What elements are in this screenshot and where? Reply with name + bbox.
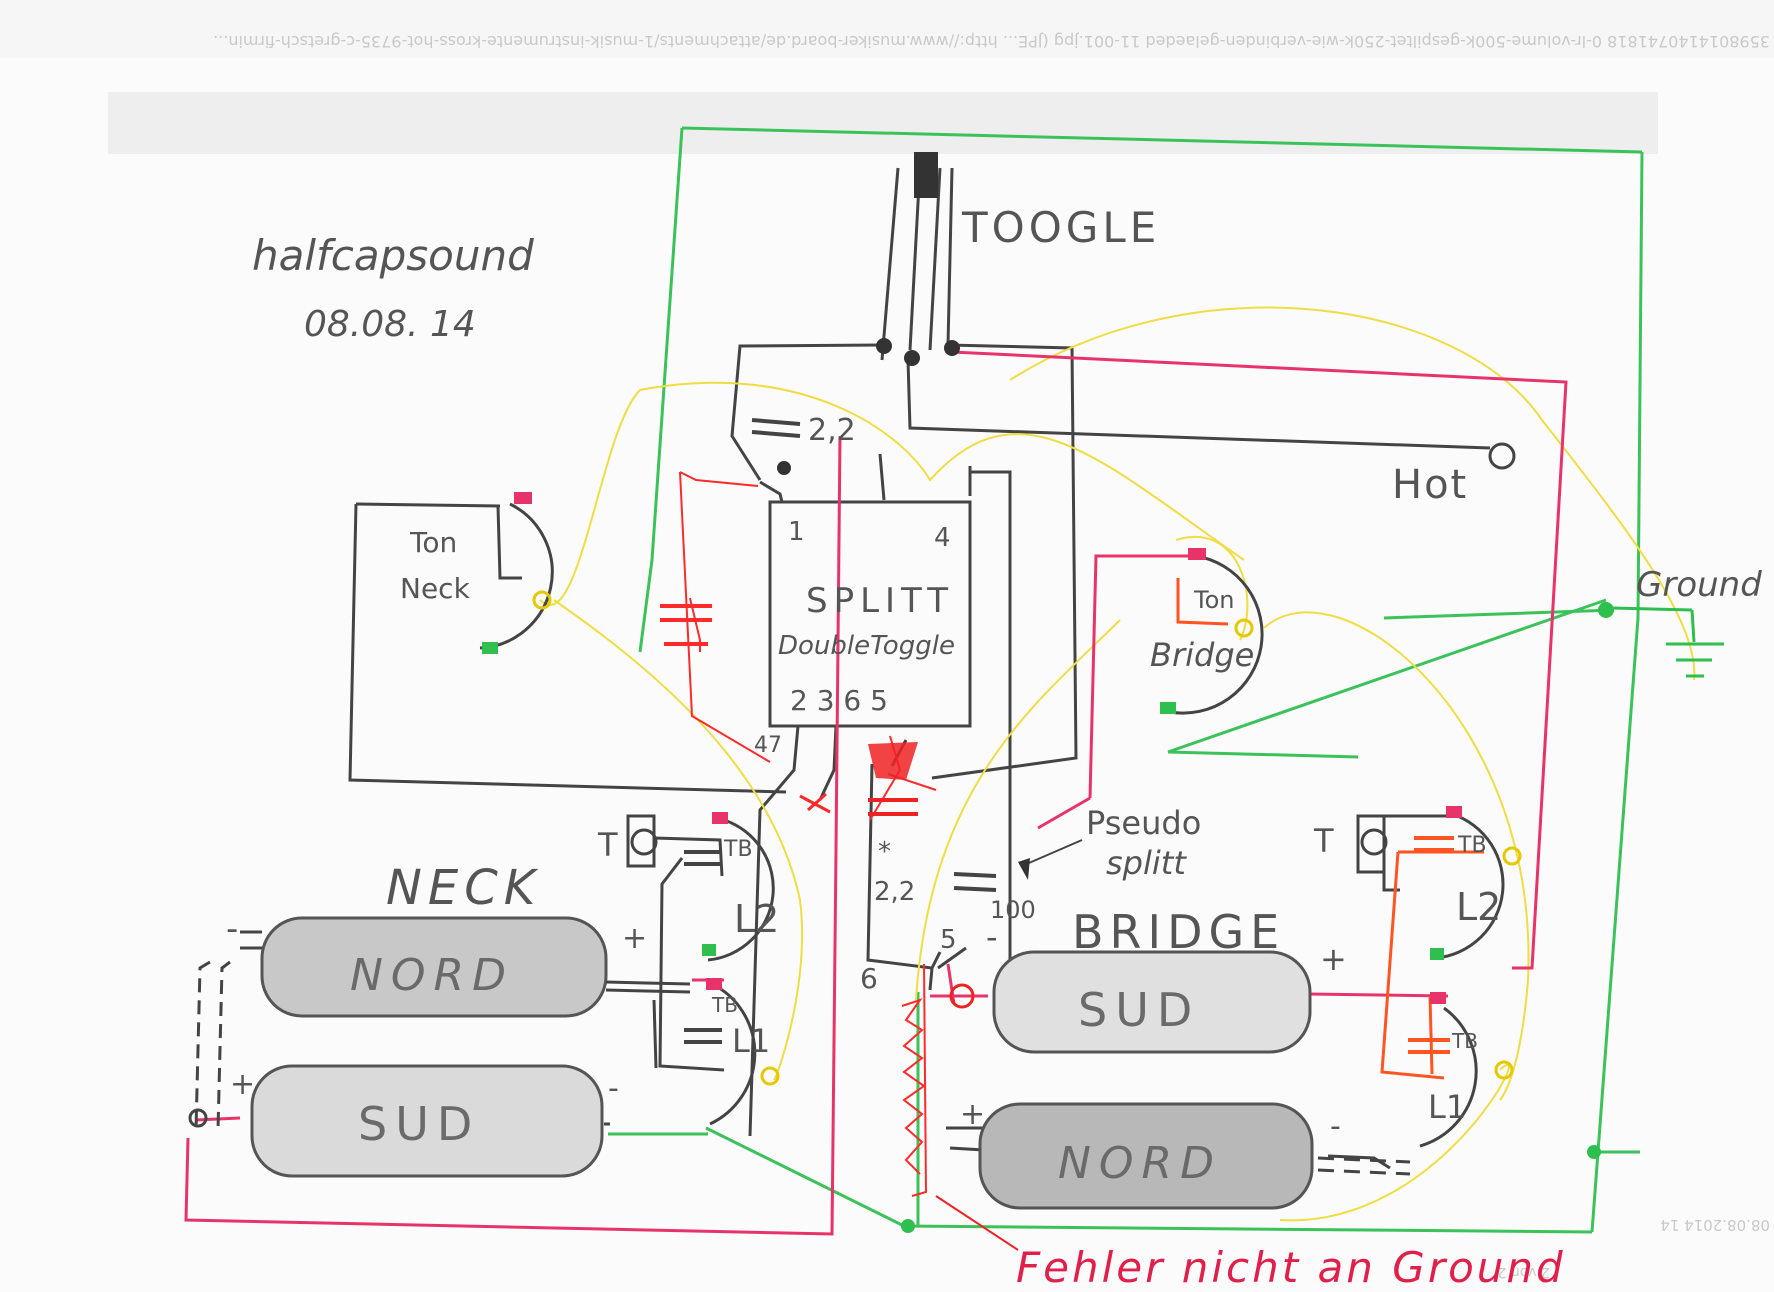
fehler-arrow-line	[935, 1195, 1019, 1251]
toggle-label: TOOGLE	[961, 203, 1160, 252]
bridge-nord-plus: +	[960, 1097, 985, 1132]
cap-red-mid	[868, 742, 918, 816]
pseudo-arrow-line	[1021, 839, 1083, 867]
splitt-pins-bottom: 2 3 6 5	[790, 684, 888, 717]
hot-output-jack[interactable]	[1488, 442, 1516, 470]
pot-bridge-l2[interactable]	[1430, 806, 1522, 960]
pot-tone-neck-label-1: Ton	[409, 526, 457, 559]
neck-tb-label-upper: TB	[723, 837, 753, 862]
fehler-label: Fehler nicht an Ground	[1016, 1243, 1566, 1292]
cap-neck-tb	[684, 850, 722, 1044]
bottom-ground-joint	[901, 1219, 915, 1233]
pickup-bridge-sud-label: SUD	[1078, 983, 1200, 1037]
ground-wire-frame	[608, 126, 1644, 1234]
pot-neck-l1[interactable]	[706, 978, 780, 1126]
neck-t-label: T	[597, 826, 618, 864]
bridge-l2-label: L2	[1456, 885, 1501, 929]
ground-label: Ground	[1636, 565, 1762, 605]
pot-tone-neck-label-2: Neck	[400, 572, 471, 605]
cap-100-label: 100	[990, 896, 1036, 924]
splitt-double-toggle[interactable]: 1 4 SPLITT DoubleToggle 2 3 6 5	[778, 517, 955, 717]
neck-l2-label: L2	[734, 897, 779, 941]
pot-tone-bridge-label-2: Bridge	[1150, 636, 1254, 674]
num-6: 6	[860, 962, 878, 995]
bridge-heading: BRIDGE	[1072, 905, 1285, 959]
yellow-wires	[539, 306, 1696, 1222]
cap-red-left	[660, 604, 712, 646]
toggle-terminal-right	[944, 340, 960, 356]
neck-lead-joint	[188, 1108, 208, 1128]
neck-heading: NECK	[386, 860, 541, 916]
toggle-switch-body[interactable]	[914, 152, 938, 198]
neck-sud-minus: -	[608, 1071, 619, 1106]
pseudo-label-1: Pseudo	[1086, 804, 1201, 842]
cap-100	[953, 872, 997, 892]
hot-label: Hot	[1392, 462, 1468, 508]
neck-pickup-leads	[194, 930, 1411, 1176]
cap-asterisk: *	[878, 837, 891, 867]
pot-tone-bridge-label-1: Ton	[1193, 586, 1234, 614]
cap-47-label: 47	[754, 733, 782, 758]
bridge-nord-minus: -	[1330, 1109, 1341, 1144]
splitt-sub-label: DoubleToggle	[778, 631, 955, 661]
right-ground-joint-upper	[1598, 602, 1614, 618]
toggle-terminal-center	[904, 350, 920, 366]
pickup-bridge-nord	[978, 1102, 1314, 1210]
footer-date-text: 08.08.2014 14	[1660, 1216, 1770, 1234]
toggle-switch[interactable]	[876, 152, 960, 366]
pickup-bridge-nord-label: NORD	[1058, 1138, 1222, 1189]
pseudo-arrow-head	[1018, 858, 1030, 880]
bridge-l1-label: L1	[1428, 1088, 1466, 1126]
header-gray-band	[108, 92, 1658, 154]
neck-t-knob	[630, 828, 658, 856]
neck-nord-minus: -	[226, 909, 238, 949]
center-ground-joint	[949, 983, 975, 1009]
pot-tone-neck[interactable]	[479, 492, 554, 654]
pot-bridge-l1[interactable]	[1419, 992, 1514, 1148]
pot-neck-l2[interactable]	[702, 812, 775, 962]
header-url-text: 3598014140741818 0-lr-volume-500k-gespil…	[213, 32, 1770, 51]
bridge-sud-minus: -	[986, 918, 998, 956]
pseudo-label-2: splitt	[1106, 844, 1187, 882]
bridge-sud-plus: +	[1320, 940, 1347, 978]
splitt-pin-1: 1	[788, 517, 805, 547]
bridge-t-label: T	[1313, 822, 1334, 860]
ground-symbol-icon	[1611, 606, 1724, 678]
right-ground-joint-lower	[1587, 1145, 1601, 1159]
cap-2-2-mid-label: 2,2	[874, 877, 915, 907]
bridge-t-knob	[1360, 828, 1388, 856]
cap-2-2-top	[751, 418, 801, 438]
neck-sud-plus: +	[230, 1067, 255, 1102]
pickup-neck-nord-label: NORD	[350, 950, 514, 1001]
neck-l1-label: L1	[732, 1022, 770, 1060]
pickup-neck-sud-label: SUD	[358, 1097, 480, 1151]
pickup-neck-sud	[250, 1064, 604, 1178]
cap-2-2-top-joint	[777, 461, 791, 475]
cap-47-symbol	[799, 792, 831, 814]
bridge-tb-label-lower: TB	[1451, 1029, 1478, 1053]
splitt-pin-4: 4	[934, 523, 951, 553]
header-strip	[0, 0, 1774, 58]
cap-2-2-top-label: 2,2	[808, 413, 856, 448]
num-5: 5	[940, 925, 957, 955]
neck-nord-plus: +	[622, 921, 647, 956]
pot-tone-bridge[interactable]	[1160, 548, 1264, 715]
pencil-wires	[348, 165, 1491, 1170]
pickup-bridge-sud	[992, 950, 1312, 1054]
toggle-terminal-left	[876, 338, 892, 354]
title-note: halfcapsound	[252, 231, 534, 280]
cap-bridge-tb	[1408, 836, 1454, 1054]
neck-tb-label-lower: TB	[711, 993, 738, 1017]
pickup-neck-nord	[260, 916, 608, 1018]
bridge-tb-label-upper: TB	[1457, 833, 1487, 858]
splitt-label: SPLITT	[806, 581, 954, 621]
date-note: 08.08. 14	[304, 304, 476, 345]
footer-page-text: 2 von 2	[1498, 1264, 1550, 1280]
